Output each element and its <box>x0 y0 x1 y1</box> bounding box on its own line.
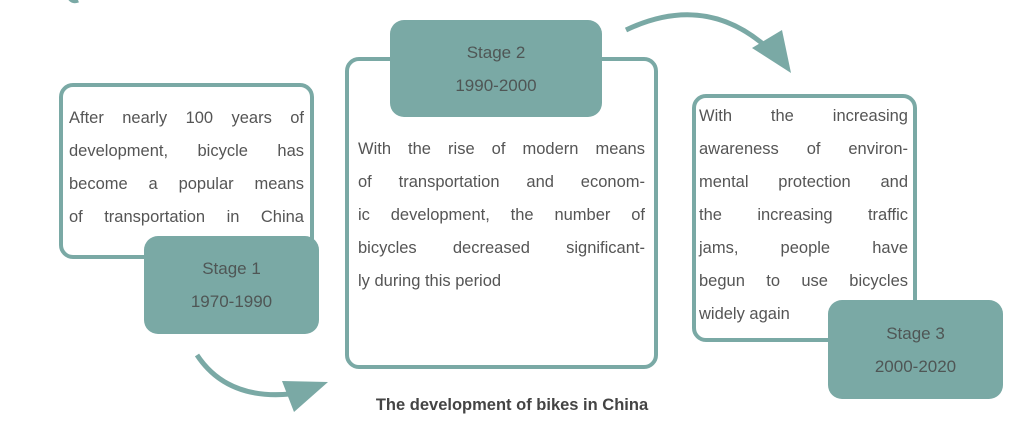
text-line: become a popular means <box>69 175 304 193</box>
stage-years: 1970-1990 <box>190 292 273 311</box>
text-line: With the increasing <box>699 107 908 125</box>
text-line: widely again <box>699 305 790 323</box>
stage-1-description: After nearly 100 years of development, b… <box>69 102 304 234</box>
stage-2-description: With the rise of modern means of transpo… <box>358 133 645 298</box>
arrowhead-2 <box>752 30 791 73</box>
stage-years: 1990-2000 <box>455 75 537 95</box>
stage-name: Stage 3 <box>886 323 945 343</box>
text-line: After nearly 100 years of <box>69 109 304 127</box>
text-line: ic development, the number of <box>358 206 645 224</box>
text-line: development, bicycle has <box>69 142 304 160</box>
stage-name: Stage 2 <box>466 42 526 62</box>
text-line: bicycles decreased significant- <box>358 239 645 257</box>
diagram-title: The development of bikes in China <box>375 396 649 414</box>
text-line: of transportation and econom- <box>358 173 645 191</box>
stage-years: 2000-2020 <box>874 356 957 376</box>
text-line: awareness of environ- <box>699 140 908 158</box>
text-line: begun to use bicycles <box>699 272 908 290</box>
text-line: mental protection and <box>699 173 908 191</box>
stage-3-description: With the increasing awareness of environ… <box>699 100 908 331</box>
stage-name: Stage 1 <box>202 259 261 278</box>
stage-1-label: Stage 1 1970-1990 <box>144 236 319 334</box>
stage-1-card <box>59 83 314 259</box>
text-line: jams, people have <box>699 239 908 257</box>
text-line: the increasing traffic <box>699 206 908 224</box>
stage-3-label: Stage 3 2000-2020 <box>828 300 1003 399</box>
text-line: With the rise of modern means <box>358 140 645 158</box>
text-line: of transportation in China <box>69 208 304 226</box>
arrow-stage2-to-stage3 <box>624 12 777 57</box>
arc-fragment <box>68 0 79 4</box>
arrowhead-1 <box>282 381 328 412</box>
text-line: ly during this period <box>358 272 502 290</box>
stage-2-label: Stage 2 1990-2000 <box>390 20 602 117</box>
